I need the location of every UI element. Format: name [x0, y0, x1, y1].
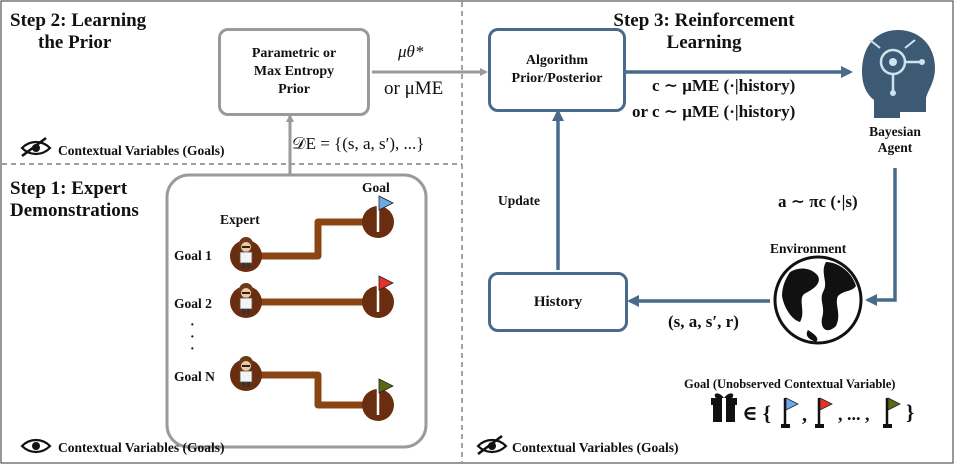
step3-title: Step 3: Reinforcement Learning [613, 10, 795, 53]
step2-title: Step 2: Learning the Prior [10, 10, 147, 53]
goal-flag-blue [362, 195, 394, 238]
environment-label: Environment [770, 241, 847, 256]
expert-avatar-2 [230, 283, 262, 318]
step1-title: Step 1: Expert Demonstrations [10, 178, 139, 221]
transition-label: (s, a, s′, r) [668, 312, 739, 331]
set-flag-olive [883, 397, 901, 428]
set-comma: , [802, 404, 807, 426]
goal-dots: · · · [190, 318, 195, 357]
eye-slash-bottom-right [477, 434, 503, 456]
eye-icon-bottom-left [20, 438, 52, 454]
context-label-top: Contextual Variables (Goals) [58, 143, 225, 158]
goal-1-label: Goal 1 [174, 248, 212, 263]
action-label: a ∼ πc (·|s) [778, 192, 858, 211]
environment-globe-icon [773, 255, 863, 345]
history-box: History [488, 272, 628, 332]
dataset-label: 𝒟E = {(s, a, s′), ...} [292, 134, 425, 153]
goal-2-label: Goal 2 [174, 296, 212, 311]
svg-text:?: ? [721, 411, 726, 421]
c-sample-label-2: or c ∼ μME (·|history) [632, 102, 796, 121]
trajectory-goal-n [248, 371, 378, 409]
bayesian-agent-label: Bayesian Agent [869, 124, 921, 155]
goal-header-label: Goal [362, 180, 390, 195]
expert-label: Expert [220, 212, 260, 227]
set-flag-blue [781, 397, 799, 428]
c-sample-label-1: c ∼ μME (·|history) [652, 76, 796, 95]
prior-box: Parametric or Max Entropy Prior [218, 28, 370, 116]
bayesian-agent-icon [862, 30, 935, 118]
expert-avatar-n [230, 356, 262, 391]
set-flag-red [815, 397, 833, 428]
goal-n-label: Goal N [174, 369, 215, 384]
algorithm-box: Algorithm Prior/Posterior [488, 28, 626, 112]
update-label: Update [498, 193, 541, 208]
context-label-bottom-right: Contextual Variables (Goals) [512, 440, 679, 455]
context-label-bottom-left: Contextual Variables (Goals) [58, 440, 225, 455]
set-ellipsis: , ... , [838, 404, 870, 424]
mu-theta-label: μθ* [398, 42, 424, 61]
mu-me-label: or μME [384, 78, 444, 99]
eye-slash [21, 136, 47, 158]
set-close: } [906, 400, 915, 424]
goal-flag-red [362, 275, 394, 318]
goal-flag-olive [362, 378, 394, 421]
trajectory-goal-1 [248, 218, 378, 260]
arrow-agent-to-environment [865, 168, 897, 306]
set-open: ∈ { [742, 401, 772, 425]
gift-box-icon: ? [711, 393, 737, 422]
expert-avatar-1 [230, 237, 262, 272]
unobserved-goal-label: Goal (Unobserved Contextual Variable) [684, 377, 896, 391]
